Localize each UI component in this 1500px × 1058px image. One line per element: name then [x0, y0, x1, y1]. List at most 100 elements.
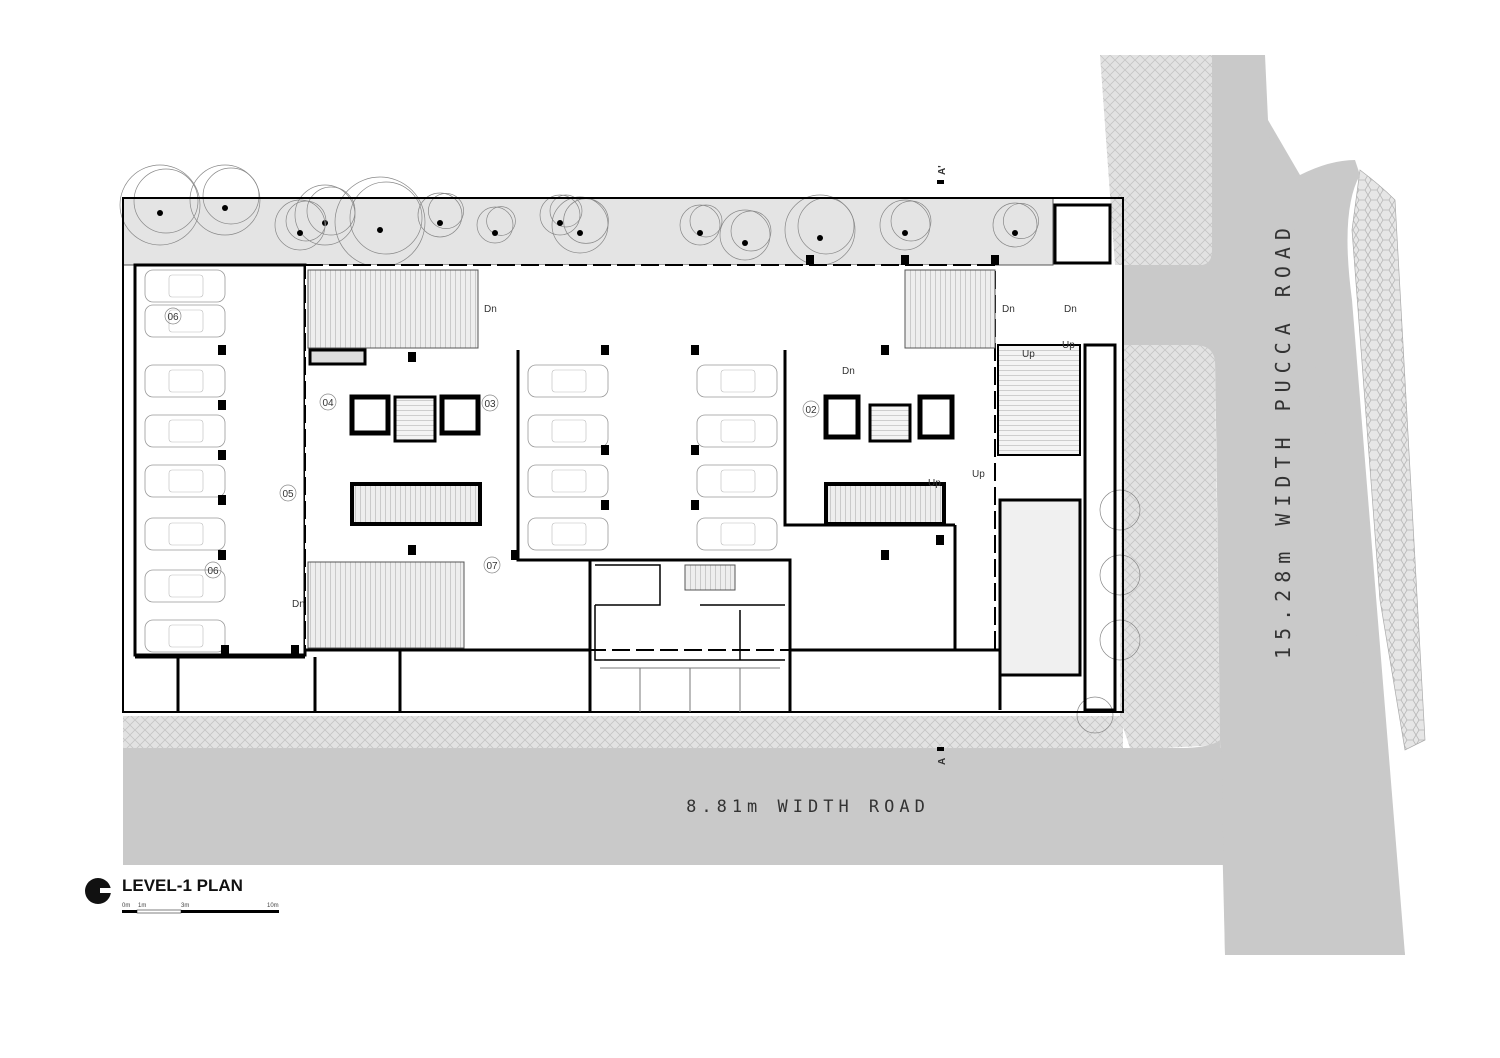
car-outline — [696, 414, 778, 448]
dn-label: Dn — [1064, 304, 1077, 315]
tree-canopy — [992, 202, 1038, 248]
tree-trunk — [377, 227, 383, 233]
parking-space — [144, 464, 226, 498]
parking-space — [144, 517, 226, 551]
column — [881, 550, 889, 560]
tree-canopy — [1003, 203, 1039, 239]
car-roof — [168, 469, 204, 493]
level-marker-icon — [85, 878, 111, 904]
parking-space — [527, 464, 609, 498]
column — [601, 500, 609, 510]
car-roof — [551, 369, 587, 393]
car-outline — [144, 619, 226, 653]
tree-trunk — [222, 205, 228, 211]
car-roof — [168, 574, 204, 598]
tree-canopy — [428, 193, 464, 229]
dn-label: Dn — [292, 599, 305, 610]
tree-canopy — [119, 164, 201, 246]
tree-trunk — [492, 230, 498, 236]
dn-label: Dn — [1002, 304, 1015, 315]
parking-spaces — [144, 269, 778, 653]
column — [408, 352, 416, 362]
car-outline — [144, 569, 226, 603]
up-label: Up — [928, 478, 941, 489]
parking-space — [696, 464, 778, 498]
car-outline — [696, 517, 778, 551]
tree-canopy — [1099, 489, 1141, 531]
sidewalk — [123, 55, 1220, 748]
column — [218, 450, 226, 460]
structural-columns — [218, 255, 999, 655]
car-outline — [527, 364, 609, 398]
car-roof — [551, 522, 587, 546]
title-block: LEVEL-1 PLAN 0m 1m 3m 10m — [85, 876, 279, 914]
tree-canopy — [890, 200, 932, 242]
up-label: Up — [1062, 340, 1075, 351]
room-number: 03 — [484, 399, 496, 410]
car-outline — [527, 517, 609, 551]
parking-space — [696, 414, 778, 448]
column — [936, 535, 944, 545]
car-outline — [696, 464, 778, 498]
parking-space — [144, 269, 226, 303]
column — [691, 345, 699, 355]
column — [901, 255, 909, 265]
tree-canopy — [476, 206, 514, 244]
column — [291, 645, 299, 655]
car-outline — [144, 464, 226, 498]
tree-canopy — [274, 199, 326, 251]
car-outline — [696, 364, 778, 398]
up-label: Up — [1022, 349, 1035, 360]
scale-label: 3m — [181, 903, 189, 909]
section-mark-bottom: A — [937, 758, 948, 765]
tree-trunk — [902, 230, 908, 236]
car-outline — [144, 414, 226, 448]
parking-space — [527, 364, 609, 398]
bottom-road-label: 8.81m WIDTH ROAD — [686, 797, 930, 817]
car-roof — [168, 309, 204, 333]
tree-trunk — [297, 230, 303, 236]
tree-canopy — [349, 181, 423, 255]
hex-paving-strip — [1351, 169, 1426, 751]
parking-space — [144, 619, 226, 653]
room-number: 04 — [322, 398, 334, 409]
room-labels: 06 06 05 04 03 02 07 — [164, 307, 820, 579]
tree-canopy — [306, 186, 356, 236]
tree-canopy — [202, 167, 260, 225]
tree-canopy — [417, 192, 463, 238]
column — [991, 255, 999, 265]
parking-space — [696, 364, 778, 398]
scale-bar — [122, 910, 137, 913]
dn-label: Dn — [484, 304, 497, 315]
tree-trunk — [817, 235, 823, 241]
column — [601, 445, 609, 455]
room-number: 05 — [282, 489, 294, 500]
car-outline — [144, 517, 226, 551]
car-roof — [720, 369, 756, 393]
car-roof — [168, 369, 204, 393]
room-number: 02 — [805, 405, 817, 416]
parking-space — [144, 569, 226, 603]
tree-canopy — [1099, 554, 1141, 596]
column — [408, 545, 416, 555]
tree-canopy — [133, 168, 199, 234]
parking-space — [144, 304, 226, 338]
tree-trunk — [157, 210, 163, 216]
car-outline — [527, 414, 609, 448]
tree-canopy — [1099, 619, 1141, 661]
parking-space — [144, 414, 226, 448]
column — [806, 255, 814, 265]
section-mark-top: A' — [937, 165, 948, 175]
car-roof — [168, 522, 204, 546]
car-roof — [168, 419, 204, 443]
tree-trunk — [1012, 230, 1018, 236]
right-road-label: 15.28m WIDTH PUCCA ROAD — [1271, 221, 1295, 659]
column — [601, 345, 609, 355]
tree-trunk — [697, 230, 703, 236]
garden-strip — [122, 197, 1054, 266]
car-outline — [527, 464, 609, 498]
building — [122, 197, 1124, 713]
room-number: 07 — [486, 561, 498, 572]
car-outline — [144, 304, 226, 338]
